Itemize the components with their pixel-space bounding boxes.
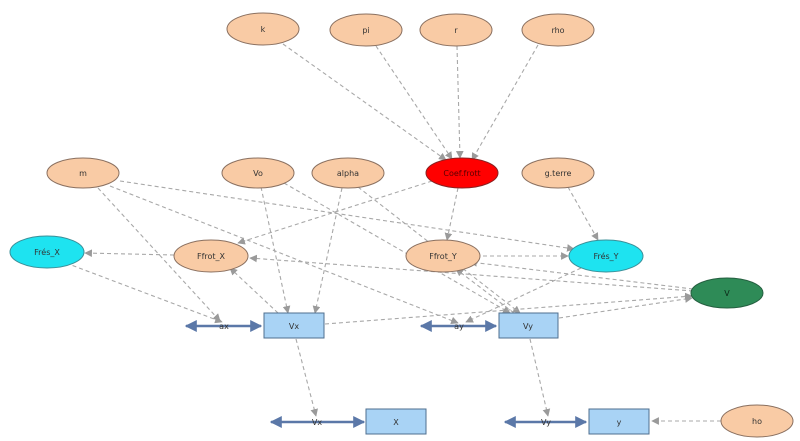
- node-gterre-label: g.terre: [545, 169, 572, 178]
- node-ffrot-y[interactable]: Ffrot_Y: [405, 239, 481, 273]
- link-pi-coef: [375, 45, 453, 160]
- node-alpha[interactable]: alpha: [311, 157, 385, 189]
- node-ffrot-y-label: Ffrot_Y: [429, 252, 457, 261]
- link-k-coef: [282, 43, 447, 161]
- node-r[interactable]: r: [419, 13, 493, 47]
- link-rho-coef: [471, 44, 539, 161]
- link-m-vx: [97, 187, 221, 322]
- link-vx-ffrotx: [229, 267, 279, 314]
- link-vy-v: [558, 295, 693, 319]
- flow-label-vy: Vy: [541, 418, 551, 427]
- stock-y[interactable]: y: [588, 408, 650, 435]
- link-r-coef: [455, 45, 464, 159]
- node-m-label: m: [79, 169, 87, 178]
- node-m[interactable]: m: [46, 157, 120, 189]
- node-rho-label: rho: [551, 26, 564, 35]
- node-alpha-label: alpha: [337, 169, 359, 178]
- link-fresx-ax: [65, 262, 223, 324]
- link-v0-vx: [260, 186, 291, 314]
- node-h0-label: ho: [752, 417, 762, 426]
- node-v-label: V: [724, 289, 730, 298]
- node-pi[interactable]: pi: [329, 13, 403, 47]
- flow-label-ax: ax: [219, 322, 229, 331]
- link-vy-ffroty: [455, 268, 515, 314]
- node-rho[interactable]: rho: [521, 13, 595, 47]
- stock-vx-label: Vx: [289, 322, 299, 331]
- flow-label-ay: ay: [454, 322, 464, 331]
- flow-pipes: [184, 320, 588, 428]
- stock-y-label: y: [617, 418, 622, 427]
- link-coef-ffroty: [444, 187, 459, 241]
- node-fres-y[interactable]: Frés_Y: [568, 239, 644, 273]
- link-gterre-fresy: [567, 186, 599, 241]
- link-alpha-vy: [357, 186, 521, 314]
- link-v-ffroty: [469, 259, 694, 290]
- node-coef-frott[interactable]: Coef.frott: [425, 157, 499, 189]
- link-m-fresy: [119, 180, 575, 252]
- link-vy-flowy: [529, 338, 551, 417]
- node-ffrot-x-label: Ffrot_X: [197, 252, 226, 261]
- flow-label-vx: Vx: [312, 418, 322, 427]
- stock-vy[interactable]: Vy: [498, 312, 559, 339]
- link-vx-flowx: [295, 338, 318, 417]
- flow-labels: ax ay Vx Vy: [219, 322, 551, 427]
- node-ffrot-x[interactable]: Ffrot_X: [173, 239, 249, 273]
- stock-x[interactable]: X: [365, 408, 427, 435]
- link-v0-vy: [283, 182, 511, 314]
- stock-vx[interactable]: Vx: [263, 312, 325, 339]
- node-k[interactable]: k: [226, 12, 300, 46]
- stock-x-label: X: [393, 418, 399, 427]
- link-fresy-ay: [465, 267, 582, 323]
- node-h0[interactable]: ho: [720, 404, 794, 438]
- node-v0-label: Vo: [253, 169, 263, 178]
- node-fres-x[interactable]: Frés_X: [9, 235, 85, 269]
- node-gterre[interactable]: g.terre: [521, 157, 595, 189]
- link-alpha-vx: [312, 187, 343, 314]
- link-vx-v: [324, 292, 693, 325]
- link-ffrotx-fresx: [84, 249, 175, 258]
- stock-vy-label: Vy: [523, 322, 533, 331]
- node-coef-frott-label: Coef.frott: [443, 169, 480, 178]
- link-m-vy: [109, 185, 459, 325]
- node-r-label: r: [454, 26, 458, 35]
- node-pi-label: pi: [362, 26, 369, 35]
- node-fres-y-label: Frés_Y: [593, 251, 618, 261]
- node-k-label: k: [261, 25, 266, 34]
- node-fres-x-label: Frés_X: [34, 247, 60, 257]
- influence-links: [65, 43, 721, 425]
- node-v0[interactable]: Vo: [221, 157, 295, 189]
- node-v[interactable]: V: [690, 277, 764, 309]
